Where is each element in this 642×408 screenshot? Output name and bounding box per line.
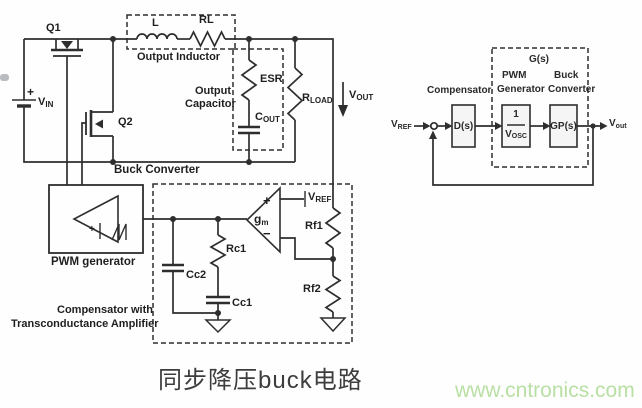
bd-ds-label: D(s) xyxy=(453,120,474,132)
edge-artifact xyxy=(0,74,9,81)
buck-converter-label: Buck Converter xyxy=(114,164,200,176)
pwm-plus-sign: + xyxy=(89,224,95,235)
q1-label: Q1 xyxy=(46,22,61,34)
opamp-plus-sign: + xyxy=(263,193,271,208)
bd-vosc-numerator: 1 xyxy=(513,108,519,120)
bd-buck-label-line1: Buck xyxy=(554,70,579,81)
opamp-gm-icon xyxy=(245,186,333,260)
esr-label: ESR xyxy=(260,73,283,85)
mosfet-q1-icon xyxy=(51,39,83,185)
bd-compensator-label: Compensator xyxy=(427,85,492,96)
gs-dashed-box xyxy=(491,47,589,168)
feedback-wire xyxy=(432,126,594,186)
bd-vref-label: VREF xyxy=(391,119,412,131)
compensator-label-line2: Transconductance Amplifier xyxy=(11,318,159,330)
bd-pwm-label-line2: Generator xyxy=(497,84,545,95)
capacitor-cout-icon xyxy=(238,125,260,162)
q2-label: Q2 xyxy=(118,116,133,128)
compensator-box xyxy=(152,183,353,344)
vref-label: VREF xyxy=(308,191,332,204)
bd-vout-label: Vout xyxy=(609,118,627,130)
opamp-minus-sign: − xyxy=(263,226,271,241)
cout-label: COUT xyxy=(255,111,280,124)
l-label: L xyxy=(152,17,159,29)
output-capacitor-label-line1: Output xyxy=(194,85,231,97)
resistor-rf1-icon xyxy=(324,207,342,259)
bd-pwm-label-line1: PWM xyxy=(502,70,527,81)
comparator-triangle-icon xyxy=(72,194,119,244)
rl-label: RL xyxy=(199,14,214,26)
capacitor-cc2-icon xyxy=(162,219,218,314)
output-capacitor-box xyxy=(232,48,284,151)
battery-plus-sign: + xyxy=(27,85,35,99)
output-inductor-box xyxy=(126,14,236,50)
bd-buck-label-line2: Converter xyxy=(548,84,596,95)
ground-icon xyxy=(204,319,232,334)
ground-icon xyxy=(319,317,347,333)
output-inductor-label: Output Inductor xyxy=(137,51,221,63)
vin-label: VIN xyxy=(38,96,54,109)
rload-label: RLOAD xyxy=(302,92,333,105)
block-diagram xyxy=(414,47,608,186)
gm-label: gm xyxy=(254,212,269,227)
resistor-rl-icon xyxy=(189,30,226,48)
vout-label: VOUT xyxy=(349,89,374,102)
battery-icon xyxy=(12,99,36,108)
bd-gs-label: G(s) xyxy=(529,54,549,65)
watermark: www.cntronics.com xyxy=(455,379,635,402)
inductor-coil-icon xyxy=(136,33,178,40)
arrowheads xyxy=(423,122,608,139)
resistor-rload-icon xyxy=(286,39,304,162)
resistor-rf2-icon xyxy=(324,259,342,318)
power-stage-wires xyxy=(23,38,334,208)
summing-junction-icon xyxy=(429,121,439,131)
compensator-label-line1: Compensator with xyxy=(57,304,153,316)
output-capacitor-label-line2: Capacitor xyxy=(185,98,236,110)
pwm-generator-box xyxy=(48,184,144,254)
mosfet-q2-icon xyxy=(81,110,113,185)
resistor-esr-icon xyxy=(240,39,258,126)
caption: 同步降压buck电路 xyxy=(158,367,363,394)
rf2-label: Rf2 xyxy=(303,283,321,295)
resistor-rc1-icon xyxy=(209,219,227,296)
bd-gps-label: GP(s) xyxy=(550,120,577,132)
vout-arrow-icon xyxy=(338,82,348,117)
rc1-label: Rc1 xyxy=(226,243,247,255)
pwm-generator-label: PWM generator xyxy=(51,256,136,268)
capacitor-cc1-icon xyxy=(206,295,230,320)
rf1-label: Rf1 xyxy=(305,220,323,232)
sawtooth-icon xyxy=(111,223,127,241)
junction-dots xyxy=(110,36,596,316)
cc1-label: Cc1 xyxy=(232,297,253,309)
cc2-label: Cc2 xyxy=(186,269,207,281)
